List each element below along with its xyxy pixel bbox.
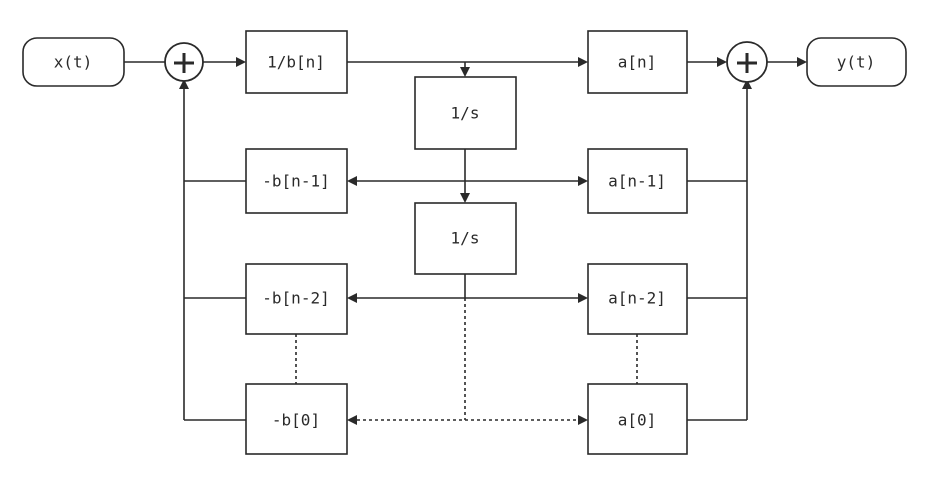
a-n-label: a[n] <box>618 53 657 72</box>
arrowhead <box>460 67 470 77</box>
input-label: x(t) <box>54 53 93 72</box>
a-n1-label: a[n-1] <box>608 172 666 191</box>
summing-junction-output <box>726 41 768 83</box>
a-n2-label: a[n-2] <box>608 289 666 308</box>
a-0-label: a[0] <box>618 411 657 430</box>
block-integrator-1: 1/s <box>414 76 517 150</box>
neg-b-0-label: -b[0] <box>272 411 320 430</box>
block-a-n1: a[n-1] <box>587 148 688 214</box>
arrowhead <box>179 79 189 89</box>
block-recip-b-n: 1/b[n] <box>245 30 348 94</box>
block-a-0: a[0] <box>587 383 688 455</box>
integrator-2-label: 1/s <box>451 229 480 248</box>
arrowhead <box>460 193 470 203</box>
block-a-n: a[n] <box>587 30 688 94</box>
arrowhead <box>578 57 588 67</box>
block-neg-b-n2: -b[n-2] <box>245 263 348 335</box>
arrowhead <box>578 415 588 425</box>
arrowhead <box>742 79 752 89</box>
block-neg-b-n1: -b[n-1] <box>245 148 348 214</box>
arrowhead <box>717 57 727 67</box>
arrowhead <box>236 57 246 67</box>
integrator-1-label: 1/s <box>451 104 480 123</box>
arrowhead <box>347 293 357 303</box>
arrowhead <box>578 293 588 303</box>
arrowhead <box>578 176 588 186</box>
arrowhead <box>347 415 357 425</box>
output-terminal: y(t) <box>806 37 907 87</box>
output-label: y(t) <box>837 53 876 72</box>
block-integrator-2: 1/s <box>414 202 517 275</box>
neg-b-n2-label: -b[n-2] <box>262 289 329 308</box>
arrowhead <box>797 57 807 67</box>
block-neg-b-0: -b[0] <box>245 383 348 455</box>
block-a-n2: a[n-2] <box>587 263 688 335</box>
summing-junction-input <box>164 42 204 82</box>
recip-b-n-label: 1/b[n] <box>267 53 325 72</box>
arrowhead <box>347 176 357 186</box>
neg-b-n1-label: -b[n-1] <box>262 172 329 191</box>
input-terminal: x(t) <box>22 37 125 87</box>
